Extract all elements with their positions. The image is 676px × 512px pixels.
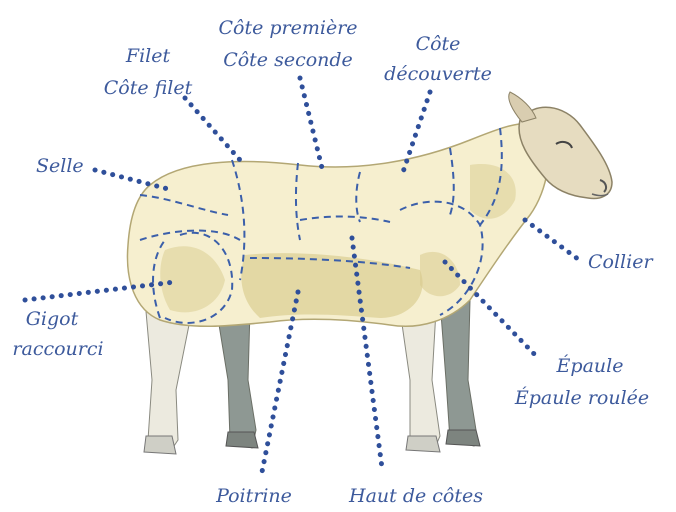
sheep-ear	[509, 92, 536, 122]
leader-collier	[525, 220, 582, 262]
fore-leg-front	[400, 310, 440, 450]
label-collier: Collier	[588, 251, 654, 273]
label-cote-filet: Côte filet	[104, 77, 193, 99]
hoof	[446, 430, 480, 446]
leader-filet	[185, 98, 240, 160]
label-raccourci: raccourci	[12, 338, 103, 360]
leader-cote-premiere	[300, 78, 322, 168]
hoof	[226, 432, 258, 448]
label-cote-decouverte-line2: découverte	[384, 63, 492, 85]
label-gigot: Gigot	[26, 308, 79, 330]
fore-leg-back	[440, 300, 476, 446]
label-cote-premiere: Côte première	[218, 17, 357, 39]
label-cote-seconde: Côte seconde	[223, 49, 353, 71]
label-epaule-roulee: Épaule roulée	[514, 386, 649, 409]
label-epaule: Épaule	[556, 354, 624, 377]
label-selle: Selle	[36, 155, 84, 177]
label-poitrine: Poitrine	[215, 485, 292, 507]
label-filet: Filet	[125, 45, 171, 67]
label-haut-de-cotes: Haut de côtes	[348, 485, 483, 507]
hoof	[144, 436, 176, 454]
hoof	[406, 436, 440, 452]
label-cote-decouverte-line1: Côte	[416, 33, 461, 55]
